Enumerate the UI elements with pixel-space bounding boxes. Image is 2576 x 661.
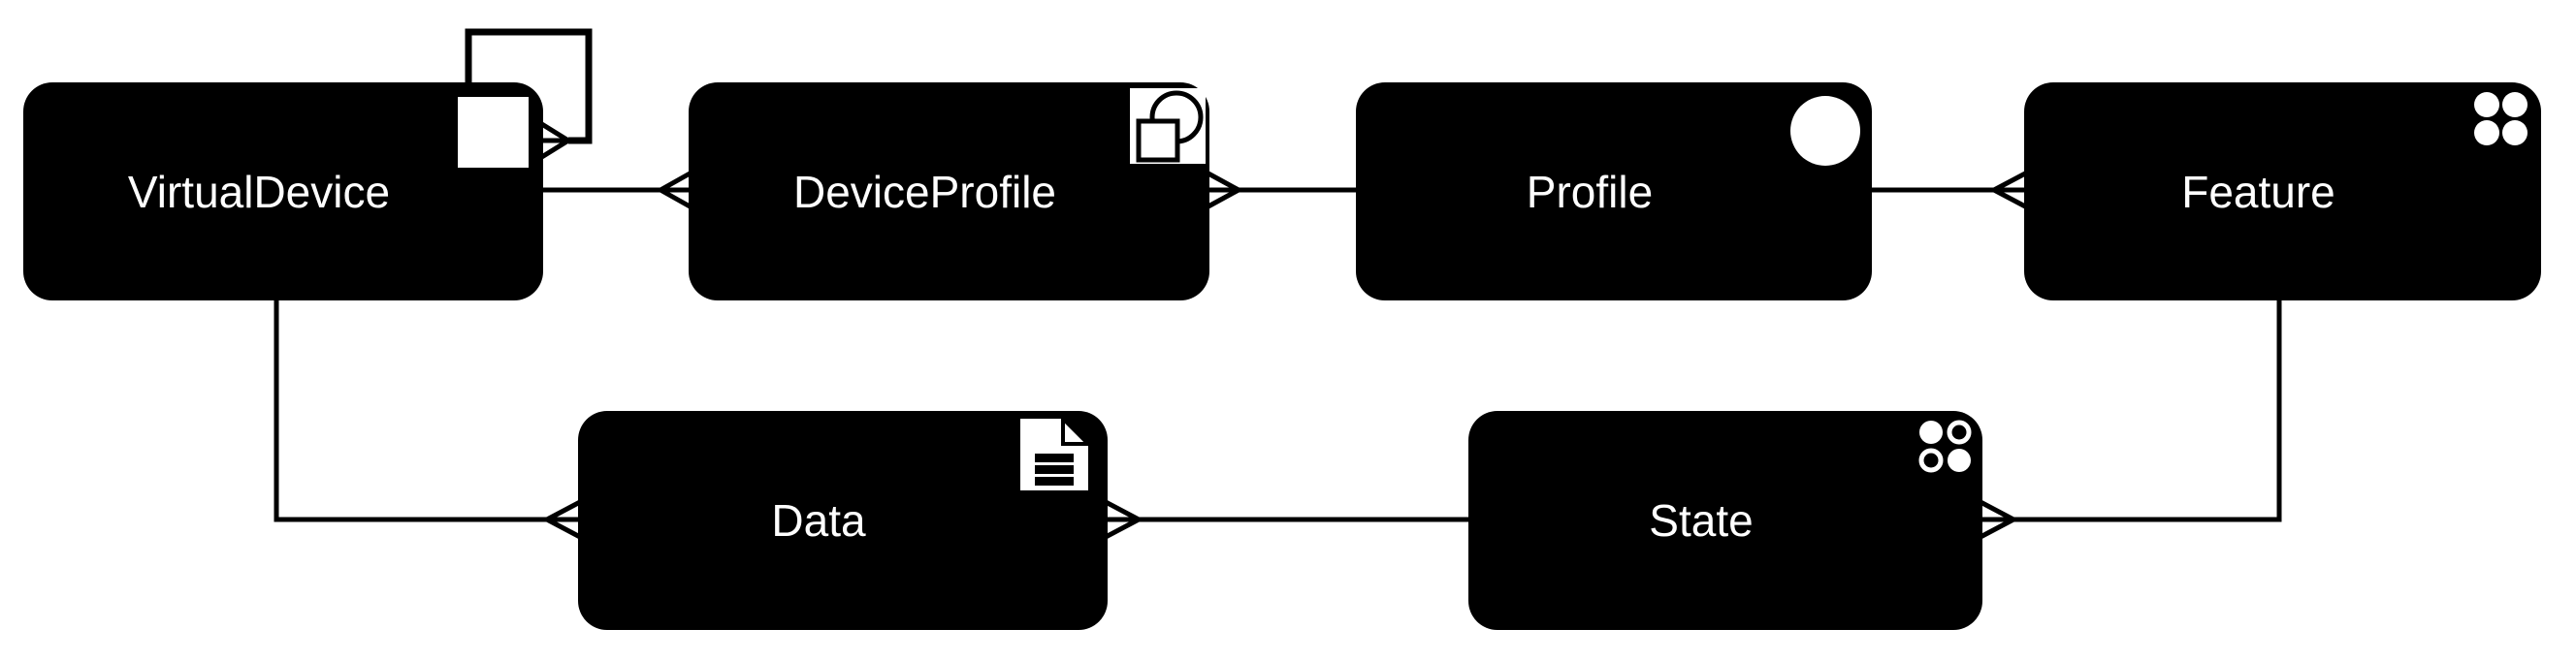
crows-foot-deviceprofile-right: [1205, 170, 1240, 210]
square-icon: [458, 97, 529, 168]
node-data[interactable]: Data: [578, 411, 1108, 630]
node-virtualdevice[interactable]: VirtualDevice: [23, 82, 543, 300]
crows-foot-virtualdevice-self: [538, 120, 570, 161]
node-state[interactable]: State: [1468, 411, 1982, 630]
crows-foot-feature-left: [1992, 170, 2029, 210]
document-icon: [1019, 414, 1093, 496]
edge-feature-state: [2013, 299, 2282, 522]
node-state-label: State: [1649, 495, 1754, 546]
node-feature[interactable]: Feature: [2024, 82, 2541, 300]
crows-foot-state-right: [1979, 499, 2015, 540]
four-filled-circles-icon: [2471, 89, 2529, 152]
node-deviceprofile-label: DeviceProfile: [793, 166, 1056, 217]
circle-square-overlap-icon: [1130, 88, 1206, 169]
node-profile[interactable]: Profile: [1356, 82, 1872, 300]
crows-foot-deviceprofile-left: [659, 170, 693, 210]
crows-foot-data-right: [1104, 499, 1141, 540]
node-deviceprofile[interactable]: DeviceProfile: [689, 82, 1209, 300]
four-circles-two-filled-icon: [1917, 419, 1974, 480]
node-feature-label: Feature: [2181, 166, 2335, 217]
crows-foot-data-left: [545, 499, 582, 540]
filled-circle-icon: [1790, 96, 1860, 166]
edge-virtualdevice-self-loop: [465, 28, 593, 144]
node-virtualdevice-label: VirtualDevice: [127, 166, 391, 217]
node-data-label: Data: [771, 495, 866, 546]
node-profile-label: Profile: [1526, 166, 1654, 217]
edge-virtualdevice-data: [274, 299, 547, 522]
